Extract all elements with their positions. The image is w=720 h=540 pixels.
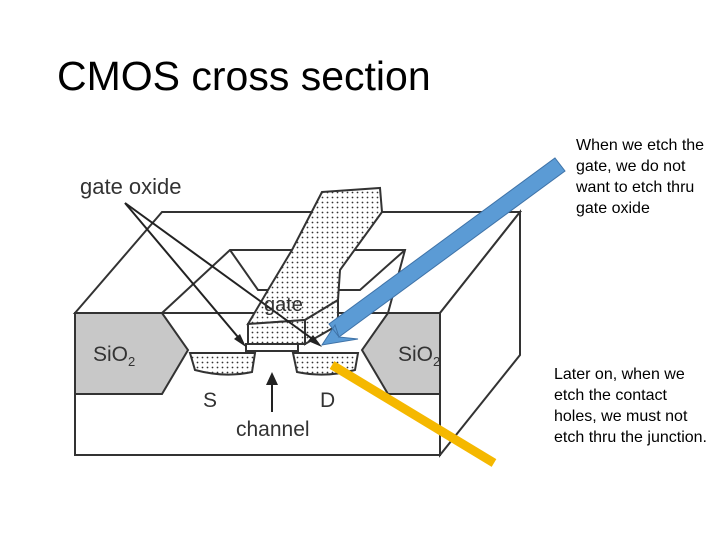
- source-label: S: [203, 389, 217, 412]
- sio2-right-label: SiO2: [398, 343, 440, 369]
- gate-poly-front: [247, 318, 306, 345]
- sio2-left-label: SiO2: [93, 343, 135, 369]
- gate-oxide-pointer-left: [124, 202, 244, 344]
- contact-etch-note: Later on, when we etch the contact holes…: [554, 366, 707, 446]
- gate-oxide-pointer-right: [124, 202, 319, 344]
- channel-arrowhead: [266, 372, 278, 385]
- gold-callout-arrow: [329, 361, 497, 467]
- gate-oxide-layer: [245, 343, 299, 352]
- sio2-right-region: [360, 312, 441, 395]
- gate-oxide-label: gate oxide: [80, 174, 182, 199]
- gate-oxide-arrowhead-left: [234, 334, 246, 347]
- source-junction: [188, 352, 257, 376]
- sio2-left-region: [74, 312, 190, 395]
- gate-oxide-arrowhead-right: [308, 335, 322, 347]
- gate-etch-note: When we etch the gate, we do not want to…: [576, 137, 705, 217]
- channel-label: channel: [236, 418, 310, 441]
- blue-callout-arrow: [320, 157, 566, 346]
- gate-label: gate: [264, 294, 303, 316]
- drain-label: D: [320, 389, 335, 412]
- slide-title: CMOS cross section: [57, 53, 431, 99]
